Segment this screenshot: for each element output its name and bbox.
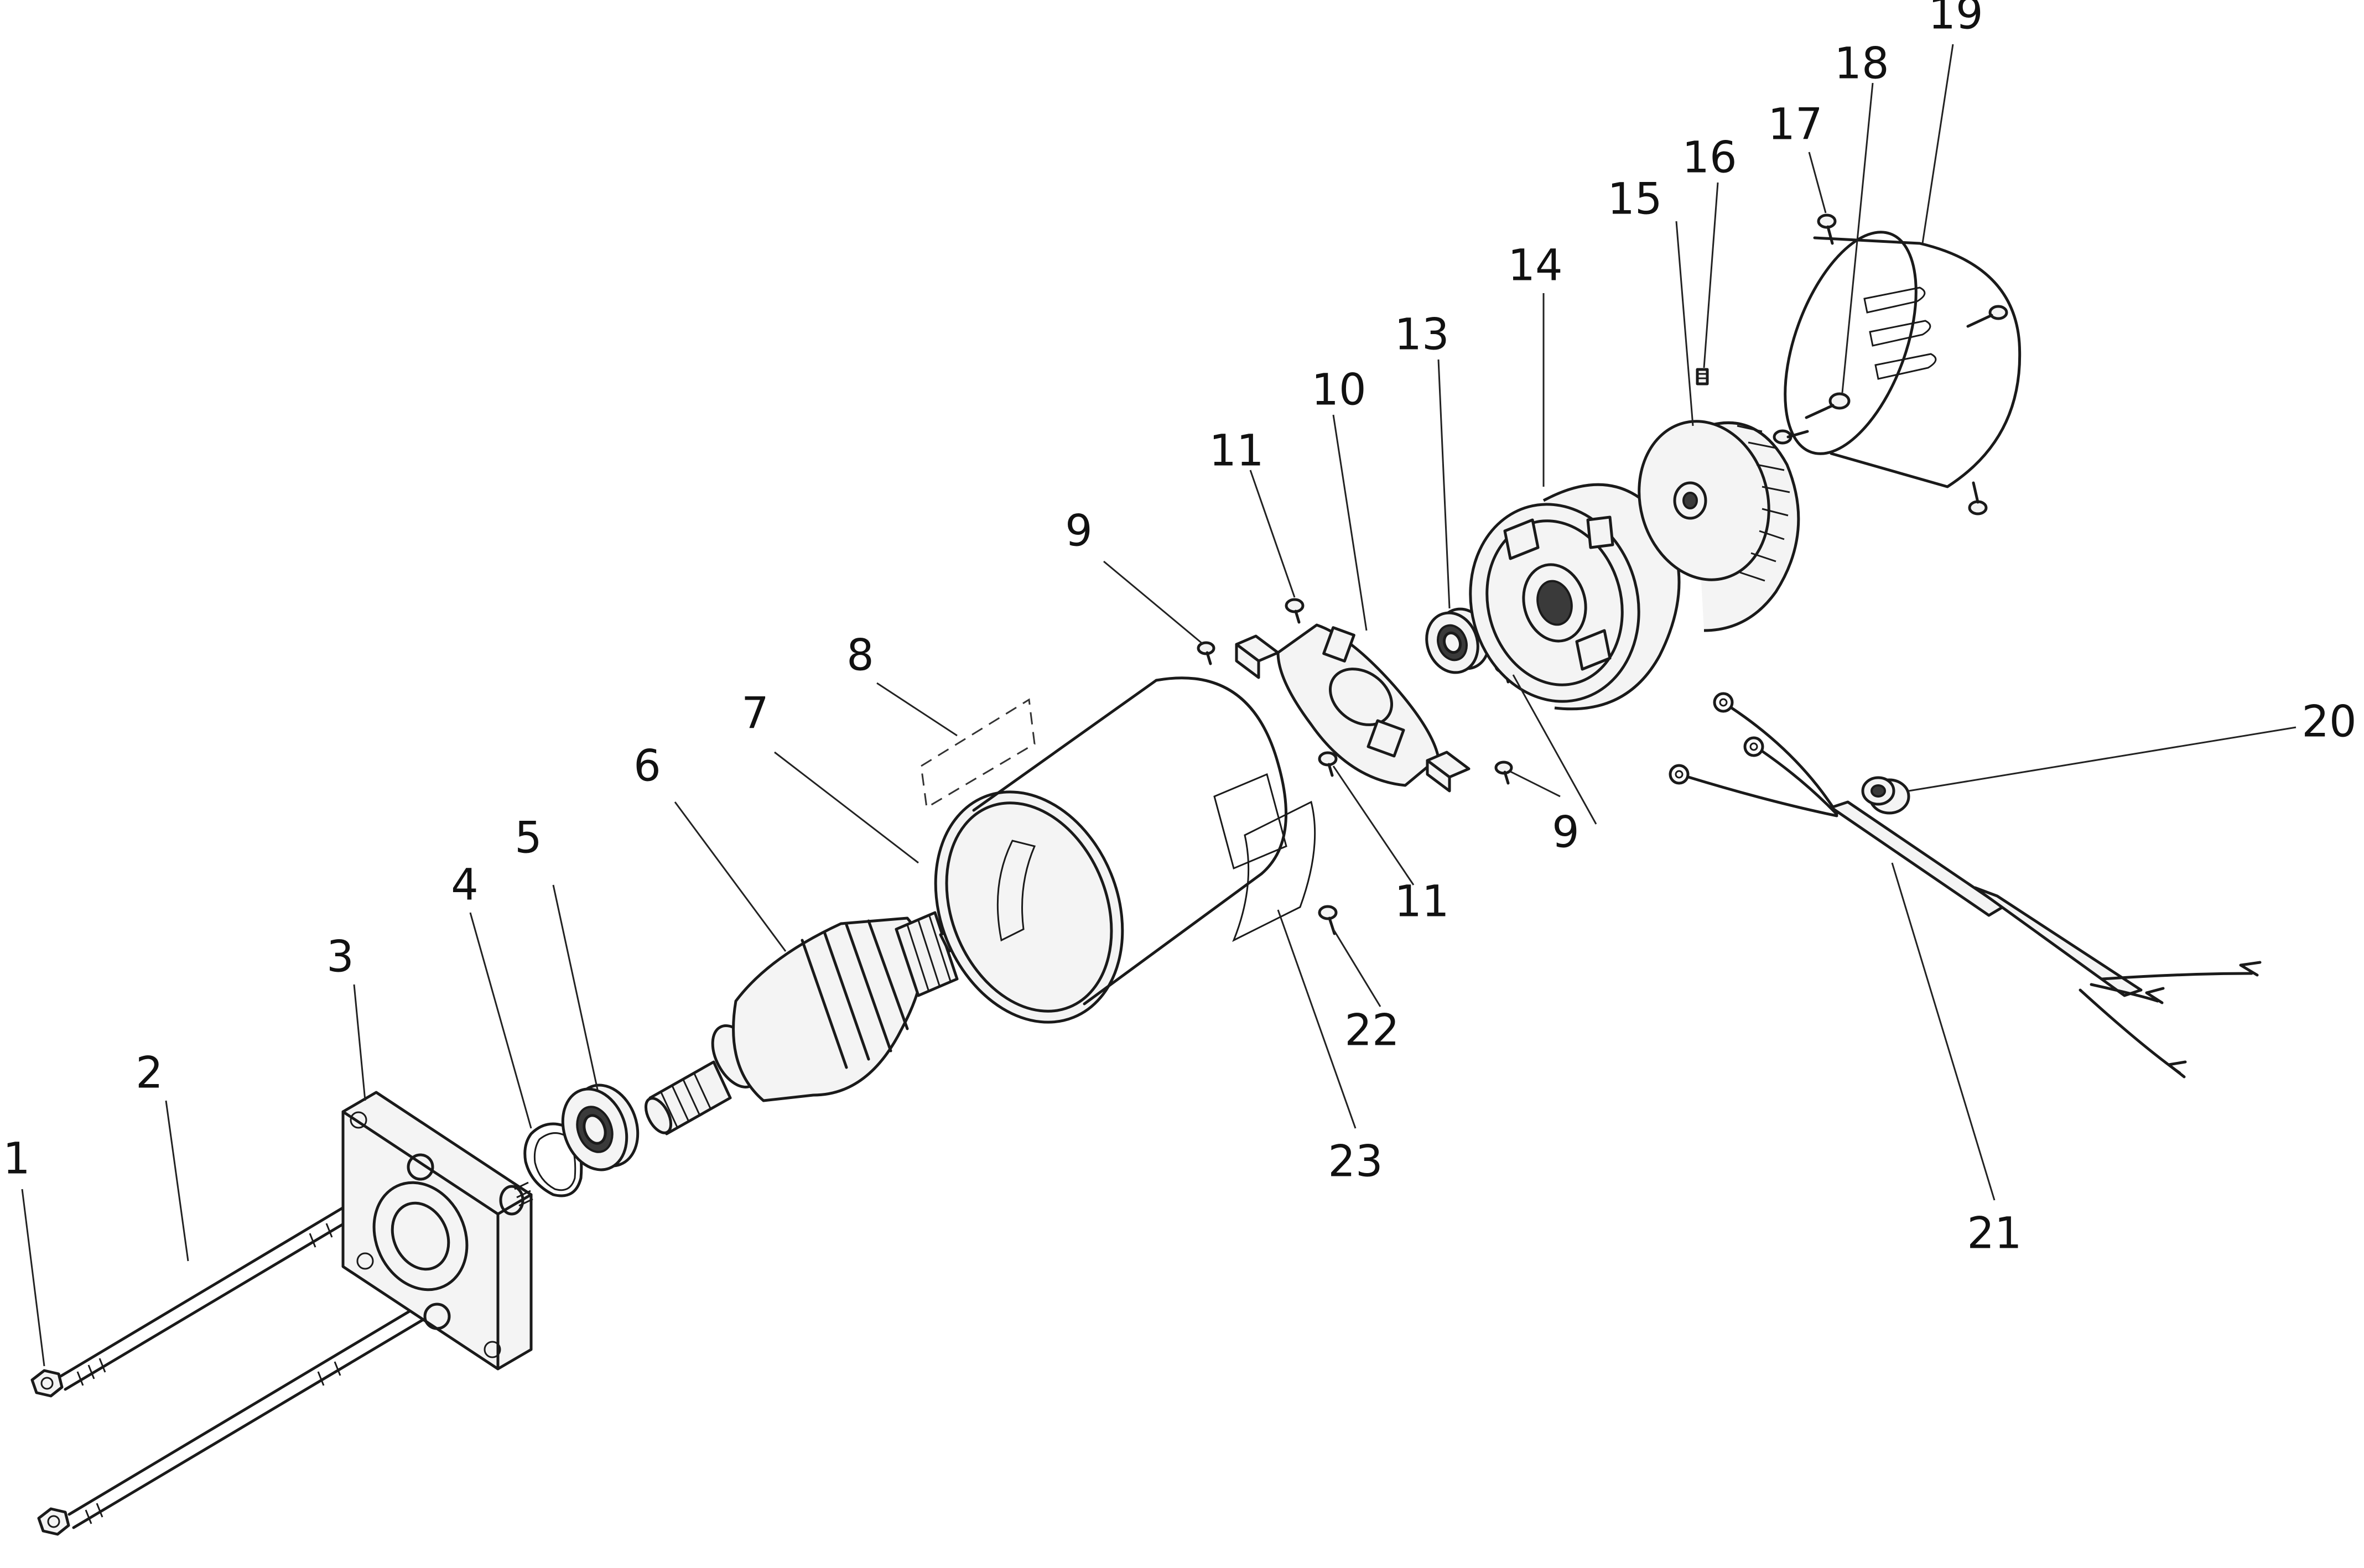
part-7-field-housing	[934, 676, 1316, 1024]
callout-9-left: 9	[1065, 506, 1093, 556]
callout-labels: 1 2 3 4 5 6 7 8 9 9 9 10 11 11 13 14 15 …	[3, 0, 2356, 1258]
callout-16: 16	[1682, 133, 1737, 183]
callout-14: 14	[1508, 241, 1562, 290]
part-15-fan	[1638, 420, 1800, 632]
part-1-nut	[30, 1369, 70, 1536]
callout-2: 2	[136, 1048, 163, 1098]
brush-right	[1426, 751, 1471, 793]
part-20-grommet	[1861, 776, 1910, 815]
part-19-fan-cover	[1784, 231, 2022, 488]
part-18-screw	[1805, 392, 1851, 419]
part-16-set-screw	[1696, 368, 1709, 386]
part-8-label	[920, 698, 1036, 809]
callout-9-right: 9	[1552, 808, 1580, 857]
part-5-bearing	[561, 1083, 640, 1171]
callout-6: 6	[633, 741, 661, 791]
callout-11-top: 11	[1209, 426, 1264, 476]
callout-17: 17	[1768, 100, 1822, 149]
callout-1: 1	[3, 1134, 30, 1184]
callout-4: 4	[451, 860, 479, 910]
callout-23: 23	[1328, 1137, 1383, 1186]
part-10-brush-holder	[1235, 623, 1471, 793]
part-23-insulator	[1213, 773, 1316, 942]
callout-7: 7	[741, 689, 769, 738]
part-21-wire-harness	[1669, 692, 2262, 1079]
callout-10: 10	[1311, 365, 1366, 415]
part-11-screws	[1285, 598, 1338, 777]
callout-3: 3	[326, 932, 354, 982]
part-6-armature	[644, 911, 984, 1135]
callout-22: 22	[1344, 1006, 1399, 1055]
callout-5: 5	[515, 813, 542, 863]
callout-13: 13	[1394, 310, 1449, 360]
callout-18: 18	[1834, 39, 1889, 88]
part-17-screws	[1773, 213, 1988, 515]
callout-8: 8	[846, 631, 874, 680]
callout-20: 20	[2301, 697, 2356, 747]
part-14-end-bell	[1469, 483, 1681, 711]
leader-lines	[21, 44, 2297, 1367]
brush-left	[1235, 634, 1280, 679]
callout-21: 21	[1967, 1208, 2022, 1258]
callout-11-bottom: 11	[1394, 877, 1449, 926]
part-3-end-plate	[341, 1091, 533, 1371]
callout-19: 19	[1928, 0, 1983, 39]
callout-15: 15	[1607, 174, 1662, 224]
